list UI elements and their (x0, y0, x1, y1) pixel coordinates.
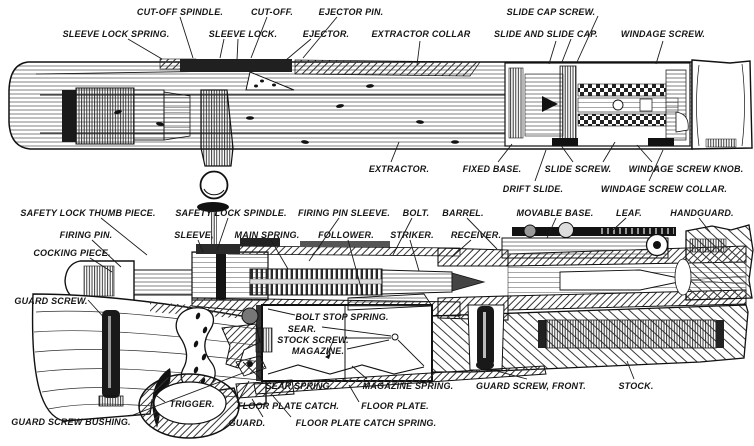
leader-lines (87, 15, 711, 418)
lower-view-drawing (31, 202, 754, 439)
part-label-safety-lock-thumb-piece: SAFETY LOCK THUMB PIECE. (20, 208, 156, 218)
part-label-stock-screw: STOCK SCREW. (277, 335, 349, 345)
part-label-windage-screw-collar: WINDAGE SCREW COLLAR. (600, 184, 728, 194)
part-label-bolt: BOLT. (402, 208, 430, 218)
part-label-firing-pin-sleeve: FIRING PIN SLEEVE. (297, 208, 391, 218)
part-label-magazine-spring: MAGAZINE SPRING. (362, 381, 454, 391)
part-label-guard-screw: GUARD SCREW. (14, 296, 88, 306)
part-label-guard-screw-bushing: GUARD SCREW BUSHING. (11, 417, 131, 427)
part-label-firing-pin: FIRING PIN. (59, 230, 113, 240)
part-label-guard-screw-front: GUARD SCREW, FRONT. (476, 381, 586, 391)
part-label-fixed-base: FIXED BASE. (462, 164, 522, 174)
part-label-follower: FOLLOWER. (318, 230, 374, 240)
part-label-floor-plate-catch-spring: FLOOR PLATE CATCH SPRING. (295, 418, 437, 428)
part-label-floor-plate: FLOOR PLATE. (361, 401, 429, 411)
part-label-magazine: MAGAZINE. (291, 346, 345, 356)
part-label-stock: STOCK. (618, 381, 654, 391)
part-label-receiver: RECEIVER. (450, 230, 502, 240)
part-label-main-spring: MAIN SPRING. (234, 230, 300, 240)
part-label-slide-cap-screw: SLIDE CAP SCREW. (506, 7, 596, 17)
part-label-barrel: BARREL. (442, 208, 484, 218)
part-label-handguard: HANDGUARD. (670, 208, 734, 218)
part-label-sleeve-lock-spring: SLEEVE LOCK SPRING. (62, 29, 170, 39)
part-label-slide-screw: SLIDE SCREW. (544, 164, 612, 174)
part-label-sear: SEAR. (287, 324, 317, 334)
part-label-bolt-stop-spring: BOLT STOP SPRING. (295, 312, 389, 322)
part-label-sleeve-lock: SLEEVE LOCK. (208, 29, 278, 39)
part-label-floor-plate-catch: FLOOR PLATE CATCH. (236, 401, 340, 411)
part-label-sleeve: SLEEVE, (174, 230, 214, 240)
part-label-striker: STRIKER. (390, 230, 434, 240)
part-label-extractor-collar: EXTRACTOR COLLAR (371, 29, 471, 39)
part-label-leaf: LEAF. (615, 208, 643, 218)
part-label-cut-off: CUT-OFF. (250, 7, 294, 17)
part-label-extractor: EXTRACTOR. (368, 164, 430, 174)
part-label-safety-lock-spindle: SAFETY LOCK SPINDLE. (175, 208, 287, 218)
part-label-cut-off-spindle: CUT-OFF SPINDLE. (136, 7, 224, 17)
part-label-movable-base: MOVABLE BASE. (516, 208, 594, 218)
part-label-guard: GUARD. (228, 418, 266, 428)
part-label-trigger: TRIGGER. (169, 399, 215, 409)
part-label-slide-and-slide-cap: SLIDE AND SLIDE CAP. (493, 29, 599, 39)
part-label-sear-spring: SEAR SPRING. (265, 381, 333, 391)
upper-view-drawing (8, 58, 753, 200)
part-label-ejector: EJECTOR. (302, 29, 350, 39)
part-label-windage-screw-knob: WINDAGE SCREW KNOB. (628, 164, 744, 174)
part-label-windage-screw: WINDAGE SCREW. (620, 29, 706, 39)
part-label-drift-slide: DRIFT SLIDE. (502, 184, 564, 194)
part-label-ejector-pin: EJECTOR PIN. (318, 7, 384, 17)
part-label-cocking-piece: COCKING PIECE. (33, 248, 111, 258)
